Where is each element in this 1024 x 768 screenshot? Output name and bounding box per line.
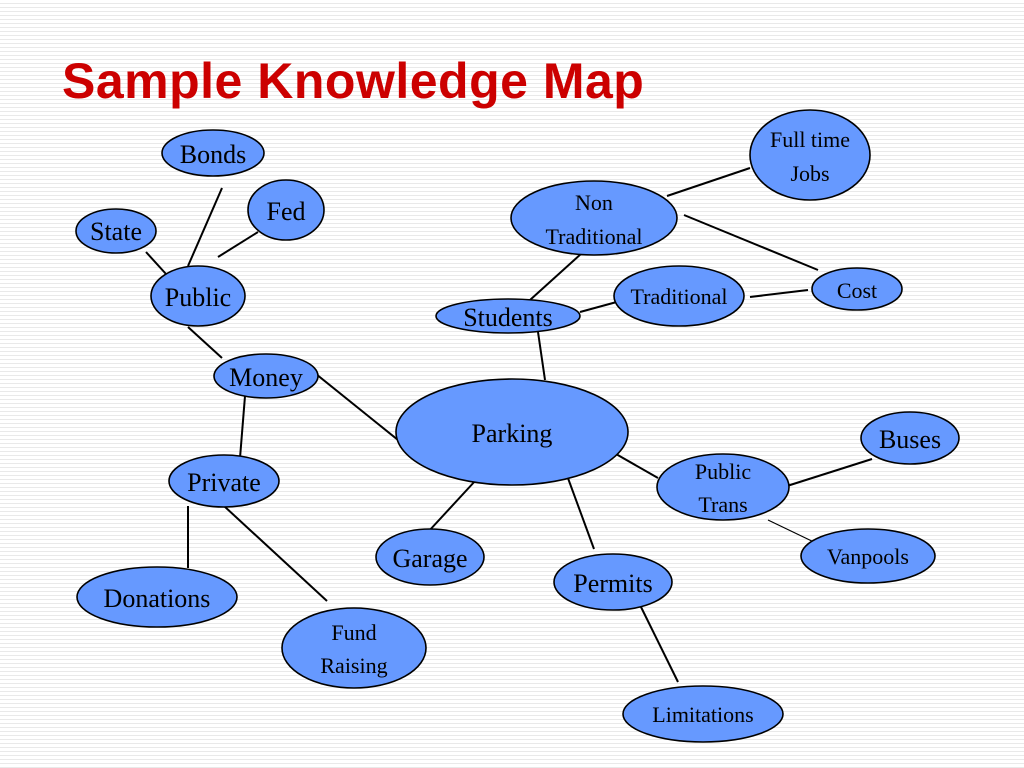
node-buses-label: Buses <box>879 425 941 454</box>
node-money: Money <box>213 353 319 399</box>
node-students: Students <box>435 298 581 334</box>
node-donations-label: Donations <box>104 584 211 613</box>
node-traditional-label: Traditional <box>631 284 728 309</box>
edge-parking-garage <box>427 479 477 533</box>
node-parking-label: Parking <box>472 419 553 448</box>
edge-nontraditional-students <box>529 252 583 301</box>
node-non-traditional-line2: Traditional <box>546 224 643 249</box>
node-parking: Parking <box>395 378 629 486</box>
node-limitations: Limitations <box>622 685 784 743</box>
node-permits: Permits <box>553 553 673 611</box>
node-donations: Donations <box>76 566 238 628</box>
node-fund-raising-line2: Raising <box>320 653 387 678</box>
node-limitations-label: Limitations <box>652 702 753 727</box>
node-cost: Cost <box>811 267 903 311</box>
edge-state-public <box>145 251 167 275</box>
node-buses: Buses <box>860 411 960 465</box>
node-public-label: Public <box>165 283 231 312</box>
page-title: Sample Knowledge Map <box>62 53 645 109</box>
node-cost-label: Cost <box>837 278 877 303</box>
node-vanpools: Vanpools <box>800 528 936 584</box>
node-students-label: Students <box>463 303 553 332</box>
node-non-traditional-line1: Non <box>575 190 613 215</box>
edge-traditional-cost <box>749 289 809 298</box>
node-state-label: State <box>90 217 142 246</box>
node-money-label: Money <box>229 363 303 392</box>
edge-publictrans-buses <box>786 458 873 487</box>
edge-nontraditional-cost <box>683 214 819 271</box>
edge-private-fund-raising <box>223 505 328 602</box>
node-state: State <box>75 208 157 254</box>
node-garage-label: Garage <box>392 544 467 573</box>
node-permits-label: Permits <box>573 569 652 598</box>
node-full-time-jobs-line2: Jobs <box>790 161 829 186</box>
node-fed-label: Fed <box>267 197 306 226</box>
node-full-time-jobs-line1: Full time <box>770 127 850 152</box>
node-public-trans: Public Trans <box>656 453 790 521</box>
edge-money-parking <box>315 373 399 441</box>
edge-parking-publictrans <box>615 453 659 479</box>
edges <box>145 167 873 683</box>
node-private: Private <box>168 454 280 508</box>
edge-fed-public <box>217 231 259 258</box>
node-private-label: Private <box>187 468 261 497</box>
node-garage: Garage <box>375 528 485 586</box>
edge-publictrans-vanpools <box>767 519 819 545</box>
edge-permits-limitations <box>640 606 679 683</box>
edge-bonds-public <box>187 187 223 267</box>
node-public-trans-line1: Public <box>695 459 751 484</box>
node-non-traditional: Non Traditional <box>510 180 678 256</box>
edge-students-parking <box>537 331 546 381</box>
node-full-time-jobs: Full time Jobs <box>749 109 871 201</box>
edge-public-money <box>187 326 223 359</box>
node-bonds-label: Bonds <box>180 140 246 169</box>
node-public: Public <box>150 265 246 327</box>
edge-nontraditional-fulltime <box>666 167 751 197</box>
edge-money-private <box>239 395 246 459</box>
node-fund-raising-line1: Fund <box>331 620 376 645</box>
node-public-trans-line2: Trans <box>698 492 747 517</box>
node-fed: Fed <box>247 179 325 241</box>
node-fund-raising: Fund Raising <box>281 607 427 689</box>
node-bonds: Bonds <box>161 129 265 177</box>
edge-parking-permits <box>564 469 595 550</box>
node-traditional: Traditional <box>613 265 745 327</box>
node-vanpools-label: Vanpools <box>827 544 909 569</box>
